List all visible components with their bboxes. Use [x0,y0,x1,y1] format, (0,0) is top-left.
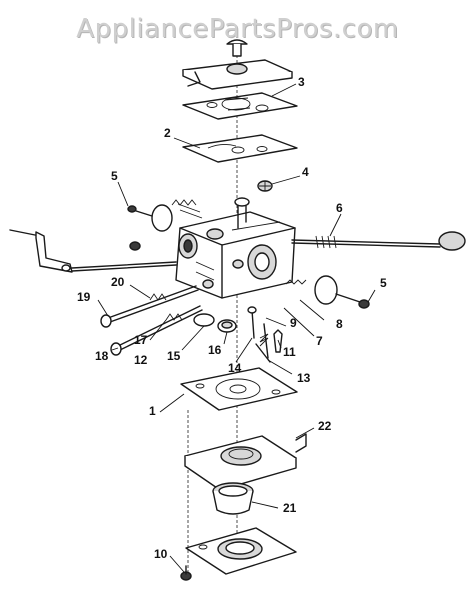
callout-18: 18 [95,349,109,363]
callout-16: 16 [208,343,222,357]
callout-4: 4 [302,165,309,179]
callout-10: 10 [154,547,168,561]
callout-12: 12 [134,353,148,367]
callout-3: 3 [298,75,305,89]
callout-9: 9 [290,316,297,330]
pump-diaphragm [182,92,298,120]
callout-20: 20 [111,275,125,289]
callout-14: 14 [228,361,242,375]
filter-cup [212,482,254,515]
choke-plate [285,275,370,309]
adjusting-needles [100,285,203,356]
shaft-clip [129,241,141,251]
callout-6: 6 [336,201,343,215]
callout-19: 19 [77,290,91,304]
callout-labels: 3 2 4 5 6 5 8 7 9 11 13 14 16 15 12 17 1… [77,75,387,561]
idle-spring [171,199,197,206]
cover-screw [180,565,192,581]
metering-cover [184,433,307,491]
callout-15: 15 [167,349,181,363]
callout-7: 7 [316,334,323,348]
callout-11: 11 [283,345,296,359]
carburetor-body [175,197,296,299]
leader-lines [97,83,376,573]
choke-shaft [291,231,466,251]
throttle-shaft [9,229,177,273]
welch-plugs [193,313,237,333]
throttle-plate [127,203,203,232]
pump-cover-plate [182,59,293,90]
callout-8: 8 [336,317,343,331]
callout-5-left: 5 [111,169,118,183]
watermark-text: AppliancePartsPros.com [76,14,399,44]
metering-diaphragm [180,367,298,411]
bottom-cover [185,527,297,575]
callout-17: 17 [134,333,148,347]
callout-2: 2 [164,126,171,140]
pump-gasket [182,134,298,163]
inlet-screen [257,180,273,192]
callout-22: 22 [318,419,332,433]
callout-13: 13 [297,371,311,385]
top-screw [226,39,248,57]
callout-5-right: 5 [380,276,387,290]
callout-21: 21 [283,501,297,515]
metering-lever-assembly [247,306,283,363]
callout-1: 1 [149,404,156,418]
